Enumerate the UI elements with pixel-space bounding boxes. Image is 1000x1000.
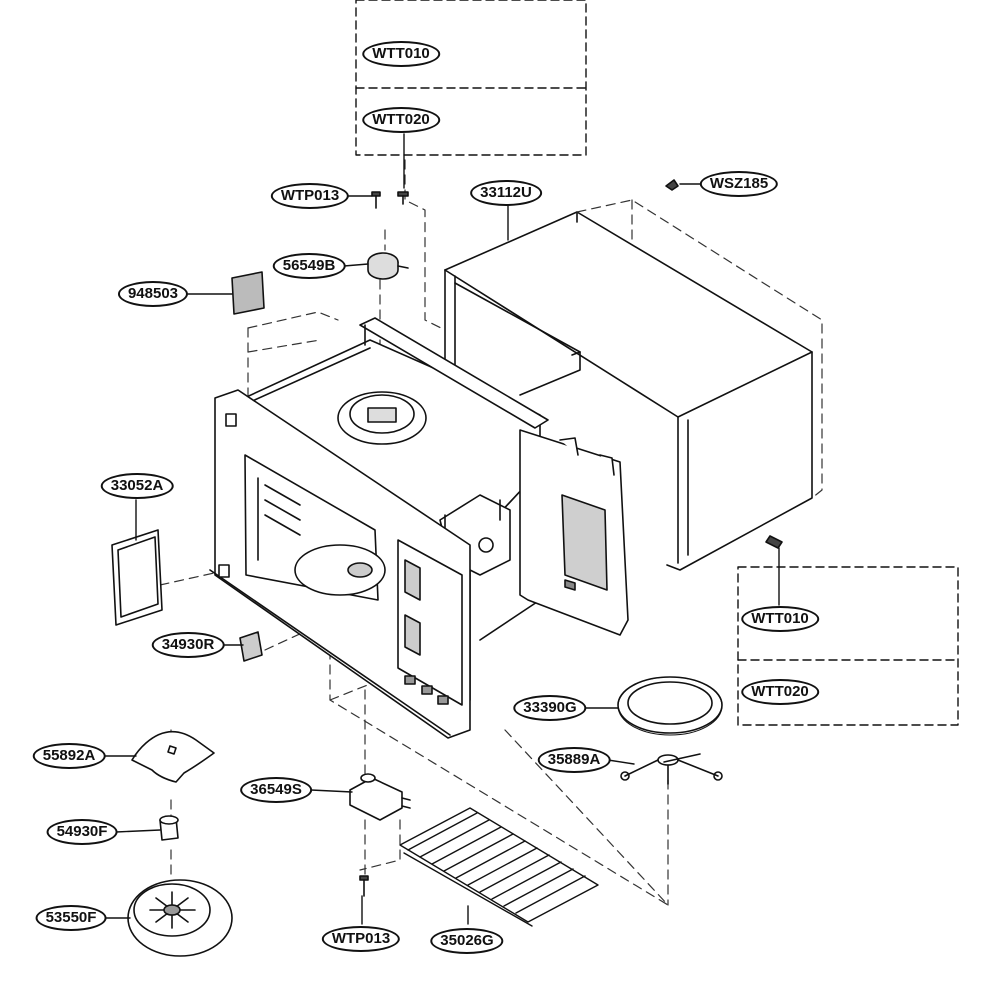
outer-cabinet-33112U [444, 211, 813, 571]
part-35889A-roller-guide [620, 753, 723, 785]
callout-54930f: 54930F [46, 819, 118, 845]
part-35026G-rack [399, 807, 599, 927]
part-56549B-thermostat [367, 252, 409, 280]
part-55892A-coupler [131, 730, 215, 783]
callout-53550f: 53550F [35, 905, 107, 931]
wtt-group-box-right [737, 566, 959, 726]
callout-35026g: 35026G [430, 928, 504, 954]
callout-wtt020-right: WTT020 [741, 679, 819, 705]
callout-33390g: 33390G [513, 695, 587, 721]
callout-56549b: 56549B [272, 253, 346, 279]
screws [359, 179, 783, 897]
cavity-turntable [294, 544, 386, 596]
callout-35889a: 35889A [537, 747, 611, 773]
callout-wtp013-bottom: WTP013 [321, 926, 401, 952]
oven-cavity-assembly [209, 317, 629, 739]
callout-33052a: 33052A [100, 473, 174, 499]
callout-wtt020-top: WTT020 [362, 107, 440, 133]
callout-55892a: 55892A [32, 743, 106, 769]
callout-wsz185: WSZ185 [699, 171, 779, 197]
callout-33112u: 33112U [470, 180, 542, 206]
callout-wtp013-top: WTP013 [270, 183, 350, 209]
wtt-group-box-top [355, 0, 587, 156]
callout-34930r: 34930R [151, 632, 225, 658]
callout-36549s: 36549S [240, 777, 312, 803]
part-948503 [231, 271, 265, 315]
part-33052A-plate [111, 529, 163, 626]
part-36549S-motor [349, 773, 411, 821]
callout-wtt010-top: WTT010 [362, 41, 440, 67]
callout-948503: 948503 [117, 281, 189, 307]
part-33390G-glass-tray [617, 676, 723, 736]
part-34930R-switch [239, 631, 263, 662]
part-53550F-roller [127, 879, 233, 957]
callout-wtt010-right: WTT010 [741, 606, 819, 632]
